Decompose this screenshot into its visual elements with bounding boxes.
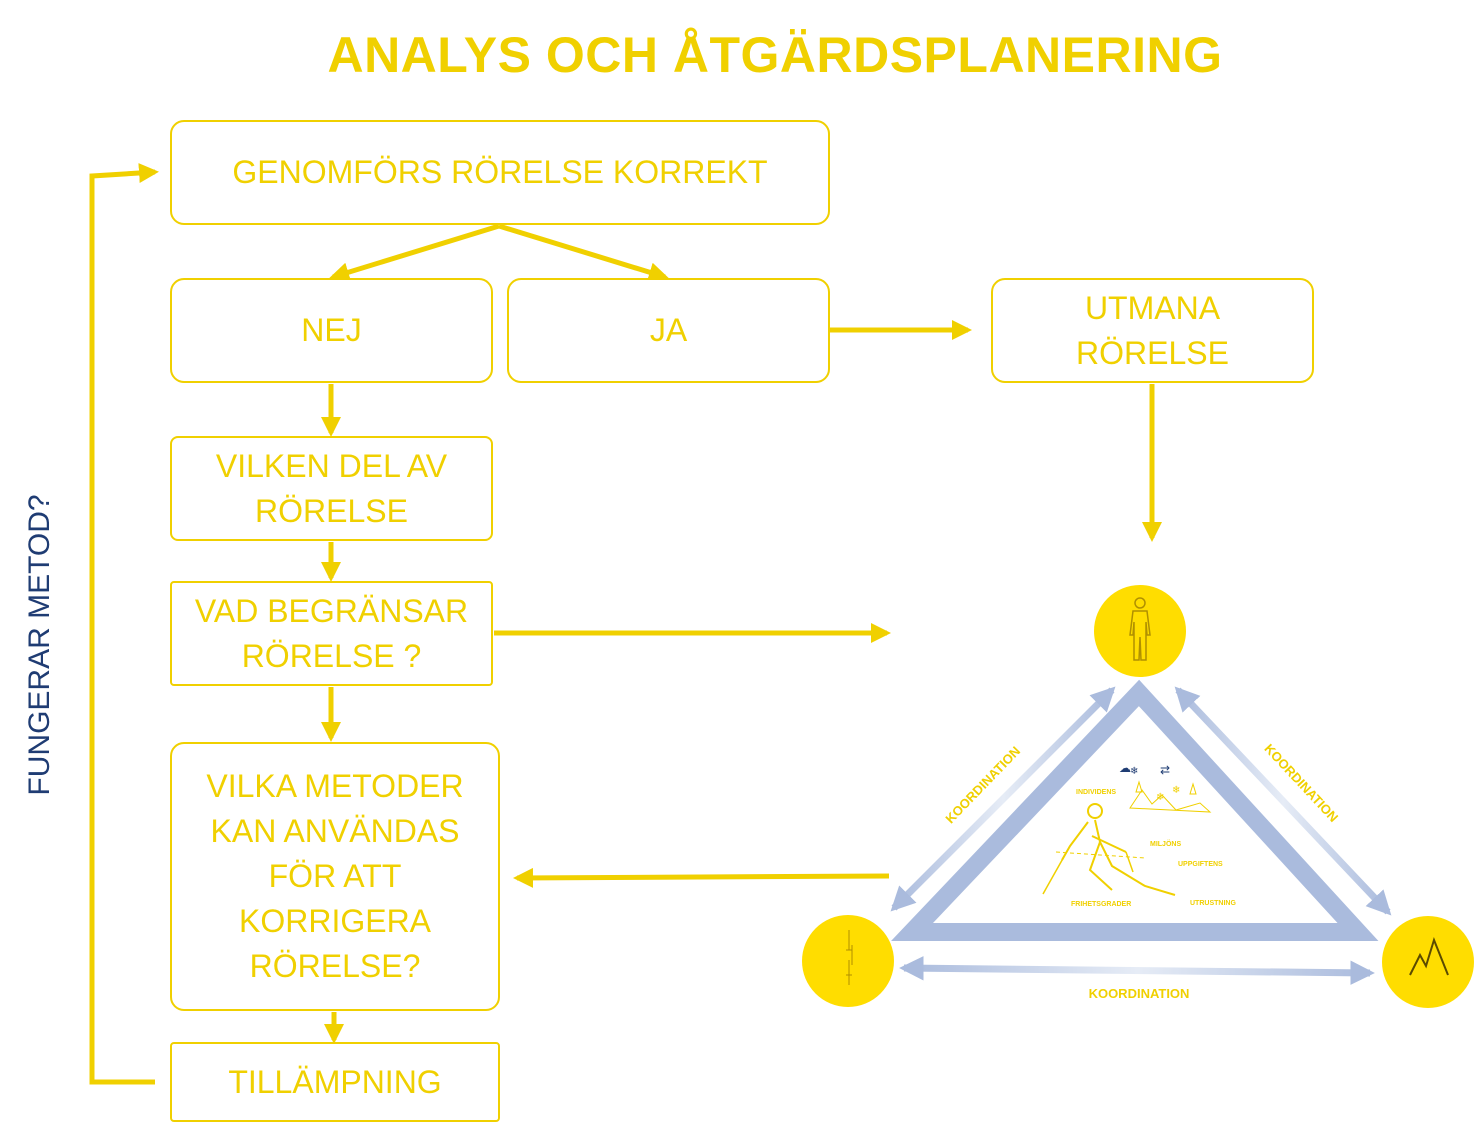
svg-text:❄: ❄ bbox=[1172, 785, 1180, 796]
box-vilken-del-av-rorelse: VILKEN DEL AV RÖRELSE bbox=[170, 436, 493, 541]
skier-illustration: ❄ ❄ ☁ ❄ ⇄ bbox=[1042, 761, 1212, 896]
feedback-loop-arrow bbox=[89, 163, 159, 1085]
box-label-line-5: RÖRELSE? bbox=[249, 948, 421, 984]
box-label-line-1: VILKA METODER bbox=[206, 768, 464, 804]
box-label-line-1: VILKEN DEL AV bbox=[215, 447, 448, 484]
box-label-line-1: VAD BEGRÄNSAR bbox=[194, 592, 469, 629]
inner-label-individens: INDIVIDENS bbox=[1076, 789, 1116, 796]
edge-arrow-right bbox=[1174, 686, 1392, 916]
box-vad-begransar-rorelse: VAD BEGRÄNSAR RÖRELSE ? bbox=[170, 581, 493, 686]
box-label: NEJ bbox=[301, 312, 362, 348]
edge-label-right: KOORDINATION bbox=[1261, 741, 1341, 825]
box-label-line-2: RÖRELSE bbox=[1076, 334, 1229, 371]
arrow-triangle-to-vilka bbox=[513, 867, 890, 888]
box-label-line-3: FÖR ATT bbox=[268, 858, 402, 894]
coordination-triangle: KOORDINATION KOORDINATION KOORDINATION ❄… bbox=[802, 585, 1474, 1008]
inner-label-frihetsgrader: FRIHETSGRADER bbox=[1071, 901, 1131, 908]
box-label: JA bbox=[649, 312, 688, 348]
arrow-to-nej bbox=[329, 223, 500, 282]
edge-arrow-bottom bbox=[899, 955, 1375, 986]
box-nej: NEJ bbox=[170, 278, 493, 383]
inner-label-miljons: MILJÖNS bbox=[1150, 839, 1181, 848]
svg-text:⇄: ⇄ bbox=[1160, 763, 1170, 777]
node-top bbox=[1094, 585, 1186, 677]
node-right bbox=[1382, 916, 1474, 1008]
box-label: GENOMFÖRS RÖRELSE KORREKT bbox=[232, 154, 768, 190]
edge-arrow-left bbox=[890, 686, 1116, 912]
node-left bbox=[802, 915, 894, 1007]
box-label-line-2: KAN ANVÄNDAS bbox=[210, 813, 460, 849]
box-vilka-metoder: VILKA METODER KAN ANVÄNDAS FÖR ATT KORRI… bbox=[170, 742, 500, 1011]
arrow-to-ja bbox=[498, 223, 669, 282]
edge-label-left: KOORDINATION bbox=[942, 743, 1023, 826]
svg-text:❄: ❄ bbox=[1130, 766, 1138, 777]
page-title: ANALYS OCH ÅTGÄRDSPLANERING bbox=[327, 27, 1223, 83]
box-label-line-2: RÖRELSE ? bbox=[241, 637, 422, 674]
box-label: TILLÄMPNING bbox=[228, 1063, 442, 1100]
svg-text:☁: ☁ bbox=[1119, 761, 1131, 775]
body-figure-icon bbox=[1129, 597, 1151, 661]
inner-label-uppgiftens: UPPGIFTENS bbox=[1178, 861, 1223, 868]
mountain-icon bbox=[1409, 936, 1449, 976]
box-tillampning: TILLÄMPNING bbox=[170, 1042, 500, 1122]
box-ja: JA bbox=[507, 278, 830, 383]
box-label-line-2: RÖRELSE bbox=[255, 492, 408, 529]
inner-label-utrustning: UTRUSTNING bbox=[1190, 900, 1236, 907]
box-genomfors-rorelse-korrekt: GENOMFÖRS RÖRELSE KORREKT bbox=[170, 120, 830, 225]
svg-text:❄: ❄ bbox=[1156, 792, 1164, 803]
box-label-line-1: UTMANA bbox=[1084, 289, 1221, 326]
task-line-icon bbox=[846, 930, 853, 985]
box-label-line-4: KORRIGERA bbox=[238, 903, 432, 939]
box-utmana-rorelse: UTMANA RÖRELSE bbox=[991, 278, 1314, 383]
edge-label-bottom: KOORDINATION bbox=[1089, 986, 1190, 1001]
